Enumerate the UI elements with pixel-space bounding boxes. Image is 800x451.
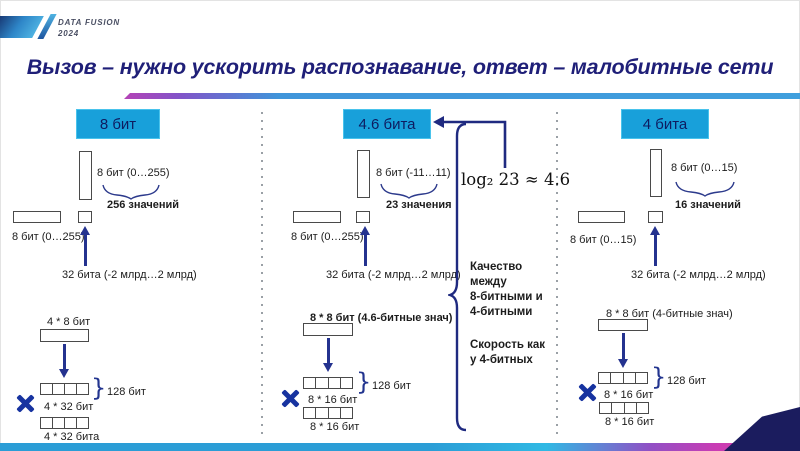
page-title: Вызов – нужно ускорить распознавание, от… bbox=[26, 55, 774, 79]
activation-rect bbox=[578, 211, 625, 223]
weights-rect bbox=[650, 149, 662, 197]
input-label: 32 бита (-2 млрд…2 млрд) bbox=[631, 269, 766, 281]
arrow-down-line bbox=[622, 333, 625, 359]
column-8bit: 8 бит 8 бит (0…255) 256 значений 8 бит (… bbox=[0, 105, 262, 451]
activation-rect bbox=[293, 211, 341, 223]
arrow-down-icon bbox=[618, 359, 628, 368]
speed-note: Скорость как у 4-битных bbox=[470, 339, 546, 366]
crossed-label: 4 * 32 бит bbox=[44, 401, 94, 413]
result-size-label: 128 бит bbox=[107, 386, 146, 398]
values-count-label: 23 значения bbox=[386, 199, 452, 211]
arrow-down-line bbox=[327, 338, 330, 363]
multiply-rect bbox=[303, 323, 353, 336]
result-cells bbox=[599, 402, 649, 414]
value-square bbox=[648, 211, 663, 223]
column-divider bbox=[556, 112, 558, 440]
multiply-label: 8 * 8 бит (4.6-битные знач) bbox=[310, 312, 453, 324]
brace-icon: } bbox=[356, 368, 372, 396]
bottom-label: 8 * 16 бит bbox=[310, 421, 360, 433]
result-cells bbox=[40, 417, 89, 429]
result-size-label: 128 бит bbox=[372, 380, 411, 392]
arrow-up-icon bbox=[650, 226, 660, 235]
column-4bit: 4 бита 8 бит (0…15) 16 значений 8 бит (0… bbox=[558, 105, 800, 451]
underbrace-icon bbox=[102, 184, 160, 200]
log-formula: log₂ 23 ≈ 4.6 bbox=[461, 170, 571, 189]
underbrace-icon bbox=[380, 183, 438, 199]
weights-rect bbox=[357, 150, 370, 198]
crossed-label: 8 * 16 бит bbox=[604, 389, 654, 401]
weights-label: 8 бит (0…15) bbox=[671, 162, 738, 174]
arrow-down-icon bbox=[323, 363, 333, 372]
arrow-up-icon bbox=[80, 226, 90, 235]
column-header-label: 8 бит bbox=[99, 115, 137, 133]
result-cells bbox=[303, 407, 353, 419]
brace-icon: } bbox=[91, 374, 107, 402]
activation-rect bbox=[13, 211, 61, 223]
input-label: 32 бита (-2 млрд…2 млрд) bbox=[326, 269, 461, 281]
multiply-rect bbox=[598, 319, 648, 331]
column-header-chip: 4.6 бита bbox=[343, 109, 431, 139]
value-square bbox=[356, 211, 370, 223]
arrow-down-line bbox=[63, 344, 66, 369]
arrow-up-line bbox=[654, 235, 657, 266]
weights-rect bbox=[79, 151, 92, 200]
bottom-accent-bar bbox=[0, 443, 738, 451]
brace-icon: } bbox=[651, 363, 667, 391]
column-header-chip: 8 бит bbox=[76, 109, 160, 139]
big-brace-icon bbox=[448, 122, 467, 432]
bottom-label: 8 * 16 бит bbox=[605, 416, 655, 428]
result-cells bbox=[598, 372, 648, 384]
column-header-label: 4 бита bbox=[642, 115, 688, 133]
cross-icon bbox=[16, 395, 34, 413]
arrow-down-icon bbox=[59, 369, 69, 378]
logo: DATA FUSION 2024 bbox=[58, 17, 120, 39]
arrow-up-icon bbox=[360, 226, 370, 235]
column-header-chip: 4 бита bbox=[621, 109, 709, 139]
arrow-to-header-icon bbox=[433, 116, 507, 168]
top-accent-bar bbox=[124, 93, 800, 99]
input-label: 32 бита (-2 млрд…2 млрд) bbox=[62, 269, 197, 281]
column-4_6bit: 4.6 бита 8 бит (-11…11) 23 значения 8 би… bbox=[268, 105, 558, 451]
result-cells bbox=[40, 383, 89, 395]
arrow-up-line bbox=[84, 235, 87, 266]
values-count-label: 256 значений bbox=[107, 199, 180, 211]
weights-label: 8 бит (0…255) bbox=[97, 167, 170, 179]
multiply-label: 4 * 8 бит bbox=[47, 316, 91, 328]
activation-label: 8 бит (0…255) bbox=[12, 231, 85, 243]
multiply-label: 8 * 8 бит (4-битные знач) bbox=[606, 308, 733, 320]
activation-label: 8 бит (0…15) bbox=[570, 234, 637, 246]
quality-note: Качество между 8-битными и 4-битными bbox=[470, 261, 543, 318]
values-count-label: 16 значений bbox=[675, 199, 741, 211]
weights-label: 8 бит (-11…11) bbox=[376, 167, 451, 179]
brand-name: DATA FUSION bbox=[58, 18, 120, 27]
result-size-label: 128 бит bbox=[667, 375, 706, 387]
cross-icon bbox=[281, 390, 299, 408]
logo-parallelogram bbox=[0, 16, 44, 38]
bottom-label: 4 * 32 бита bbox=[44, 431, 100, 443]
cross-icon bbox=[578, 384, 596, 402]
brand-year: 2024 bbox=[58, 29, 79, 38]
value-square bbox=[78, 211, 92, 223]
crossed-label: 8 * 16 бит bbox=[308, 394, 358, 406]
result-cells bbox=[303, 377, 353, 389]
underbrace-icon bbox=[675, 181, 735, 197]
multiply-rect bbox=[40, 329, 89, 342]
activation-label: 8 бит (0…255) bbox=[291, 231, 364, 243]
column-header-label: 4.6 бита bbox=[358, 115, 416, 133]
column-divider bbox=[261, 112, 263, 440]
arrow-up-line bbox=[364, 235, 367, 266]
